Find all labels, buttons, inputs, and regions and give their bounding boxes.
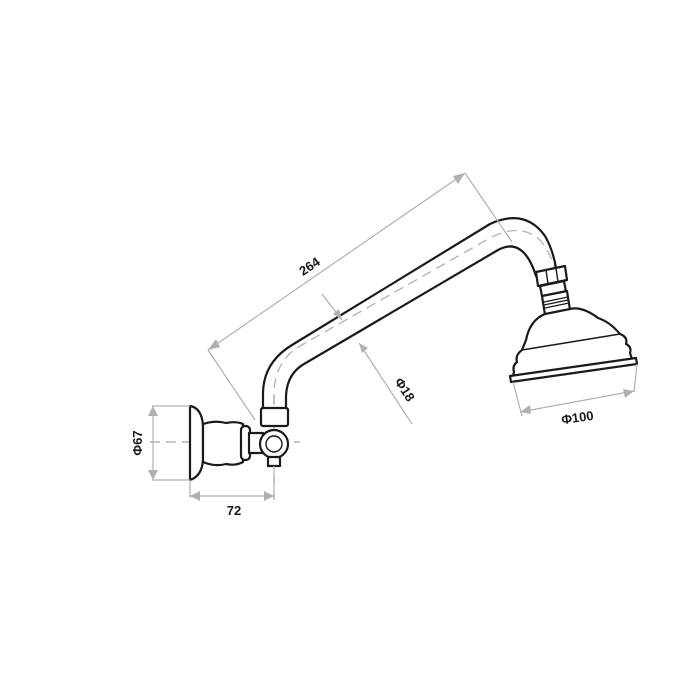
dimension-label-rose-diameter: Φ100 bbox=[560, 408, 594, 427]
dimension-label-flange-diameter: Φ67 bbox=[130, 430, 145, 455]
wall-flange bbox=[188, 404, 265, 482]
swivel-joint bbox=[258, 428, 290, 468]
arm-collar bbox=[259, 406, 290, 428]
dimension-label-arm-length: 264 bbox=[296, 254, 323, 279]
dimension-arm-diameter: Φ18 bbox=[321, 293, 418, 425]
dimension-label-projection: 72 bbox=[227, 503, 241, 518]
shower-rose bbox=[508, 307, 639, 384]
dimension-arm-length: 264 bbox=[207, 172, 513, 421]
rose-connector bbox=[534, 264, 572, 317]
shower-arm bbox=[261, 217, 558, 412]
dimension-flange-diameter: Φ67 bbox=[130, 405, 190, 481]
dimension-projection: 72 bbox=[189, 466, 275, 518]
dimension-rose-diameter: Φ100 bbox=[512, 363, 638, 427]
